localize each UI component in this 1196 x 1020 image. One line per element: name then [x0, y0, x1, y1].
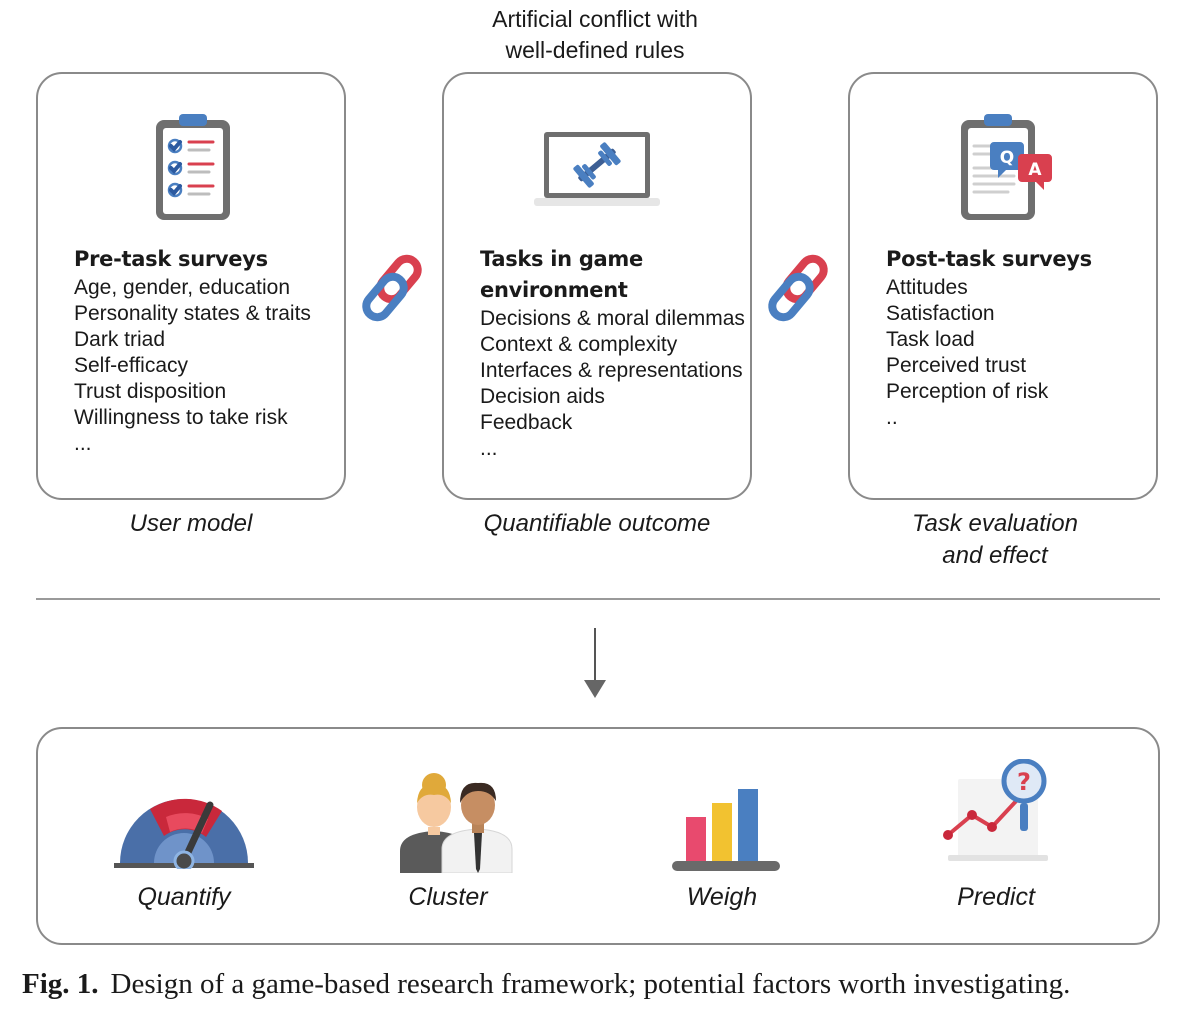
- list-item: Age, gender, education: [74, 276, 291, 299]
- clipboard-checklist-icon: [156, 114, 230, 220]
- list-item: Willingness to take risk: [74, 406, 288, 429]
- svg-text:A: A: [1028, 160, 1042, 180]
- down-arrow-icon: [584, 628, 606, 698]
- bar-chart-icon: [672, 789, 780, 871]
- people-icon: [400, 773, 513, 873]
- list-item: Self-efficacy: [74, 354, 188, 377]
- svg-text:?: ?: [1017, 768, 1031, 796]
- bottom-label: Quantify: [137, 883, 231, 911]
- panel-post-task-surveys: Q A Post-task surveys Attitudes Satisfac…: [848, 72, 1158, 500]
- panel-tasks-in-game: Tasks in game environment Decisions & mo…: [442, 72, 752, 500]
- panel-title: Post-task surveys: [886, 247, 1092, 271]
- laptop-dumbbell-icon: [534, 132, 660, 206]
- panel-caption: Quantifiable outcome: [483, 510, 711, 537]
- figure-caption: Fig. 1. Design of a game-based research f…: [22, 968, 1192, 1001]
- list-item: Perception of risk: [886, 380, 1049, 403]
- panel-title: Pre-task surveys: [74, 247, 268, 271]
- list-item: Personality states & traits: [74, 302, 311, 325]
- top-caption: Artificial conflict with well-defined ru…: [492, 6, 698, 63]
- list-item: Trust disposition: [74, 380, 227, 403]
- bottom-label: Weigh: [686, 883, 758, 911]
- factor-list: Decisions & moral dilemmas Context & com…: [480, 306, 745, 462]
- chain-link-icon: [768, 254, 828, 322]
- list-item: Perceived trust: [886, 354, 1027, 377]
- list-item: Decisions & moral dilemmas: [480, 307, 745, 330]
- factor-list: Attitudes Satisfaction Task load Perceiv…: [886, 275, 1146, 431]
- cluster-item: Cluster: [328, 729, 568, 943]
- panel-pre-task-surveys: Pre-task surveys Age, gender, education …: [36, 72, 346, 500]
- clipboard-qa-icon: Q A: [961, 114, 1052, 220]
- chain-link-icon: [362, 254, 422, 322]
- weigh-item: Weigh: [602, 729, 842, 943]
- bottom-label: Predict: [957, 883, 1035, 911]
- panel-title: Tasks in game environment: [480, 247, 643, 302]
- divider: [36, 598, 1160, 600]
- list-item: Interfaces & representations: [480, 359, 743, 382]
- gauge-icon: [114, 798, 254, 869]
- quantify-item: Quantify: [64, 729, 304, 943]
- panel-caption: Task evaluation and effect: [912, 510, 1078, 569]
- list-item: ...: [74, 432, 92, 455]
- list-item: Decision aids: [480, 385, 605, 408]
- svg-text:Q: Q: [1000, 148, 1014, 168]
- panel-caption: User model: [129, 510, 253, 537]
- bottom-label: Cluster: [408, 883, 488, 911]
- list-item: Satisfaction: [886, 302, 995, 325]
- analysis-panel: Quantify Cluster Weigh: [36, 727, 1160, 945]
- figure-label: Fig. 1.: [22, 968, 99, 1000]
- list-item: Attitudes: [886, 276, 968, 299]
- predict-item: ? Predict: [876, 729, 1116, 943]
- list-item: ..: [886, 406, 898, 429]
- list-item: ...: [480, 437, 498, 460]
- factor-list: Age, gender, education Personality state…: [74, 275, 334, 457]
- list-item: Dark triad: [74, 328, 166, 351]
- magnifier-trend-icon: ?: [943, 759, 1048, 861]
- figure-caption-text: Design of a game-based research framewor…: [110, 968, 1071, 1000]
- list-item: Task load: [886, 328, 975, 351]
- list-item: Feedback: [480, 411, 573, 434]
- list-item: Context & complexity: [480, 333, 678, 356]
